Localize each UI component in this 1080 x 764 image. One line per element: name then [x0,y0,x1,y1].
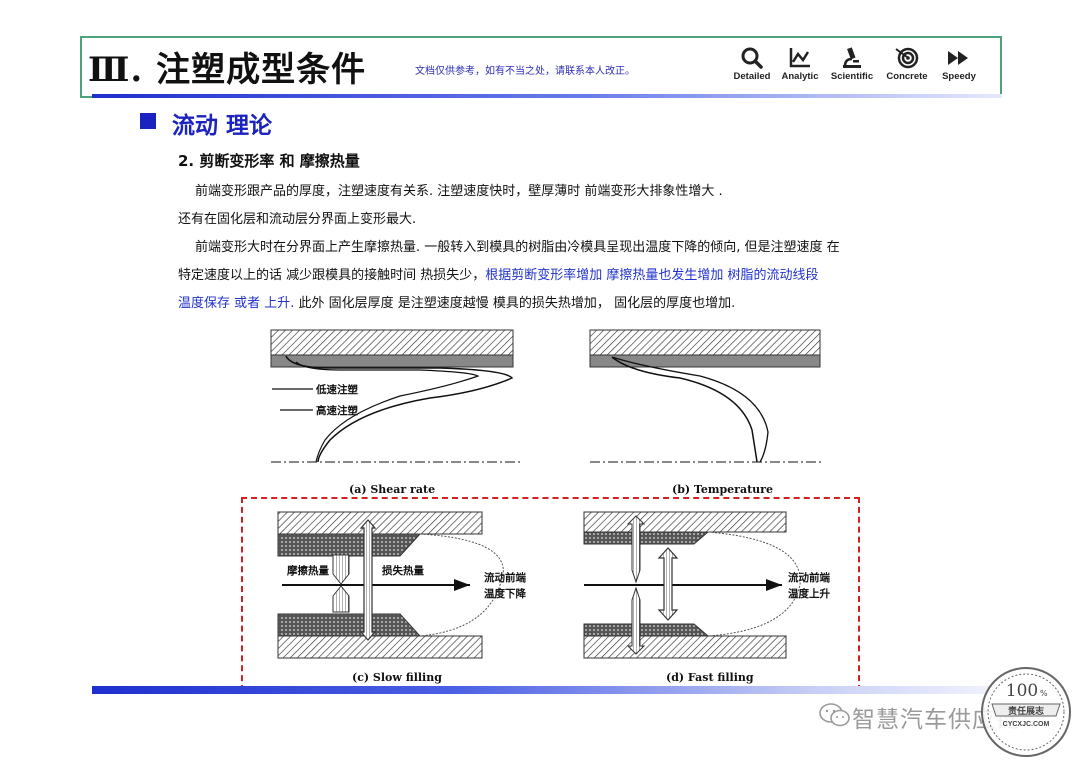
paragraph-line-4a: 特定速度以上的话 减少跟模具的接触时间 热损失少， [178,268,486,283]
header-note: 文档仅供参考，如有不当之处，请联系本人改正。 [415,66,635,77]
detailed-item: Detailed [726,46,778,82]
scientific-label: Scientific [830,71,874,82]
label-d-front-2: 温度上升 [788,588,830,600]
caption-c: (c) Slow filling [352,671,442,684]
highlight-box [241,497,860,691]
paragraph-line-5-highlight: 温度保存 或者 上升. [178,296,295,311]
wechat-icon [819,703,850,727]
paragraph-line-1: 前端变形跟产品的厚度，注塑速度有关系. 注塑速度快时，壁厚薄时 前端变形大排象性… [195,184,723,199]
section-title: 流动 理论 [172,113,273,139]
figure-a-shear-rate [270,329,520,463]
caption-d: (d) Fast filling [666,671,754,684]
label-friction-heat: 摩擦热量 [287,565,329,577]
section-bullet [140,113,156,129]
figure-d-fast-filling [583,511,801,659]
sub-heading: 2. 剪断变形率 和 摩擦热量 [178,152,360,170]
analytic-chart-icon [789,48,810,68]
magnifier-icon [741,47,763,69]
caption-b: (b) Temperature [672,483,773,496]
detailed-label: Detailed [733,71,771,82]
paragraph-line-4: 特定速度以上的话 减少跟模具的接触时间 热损失少，根据剪断变形率增加 摩擦热量也… [178,264,819,283]
stamp-url-text: CYCXJC.COM [1003,721,1050,728]
header-underline [92,94,1002,98]
legend-low-speed: 低速注塑 [316,384,358,396]
stamp-mid-text: 责任展志 [1008,705,1044,717]
mold-wall-b [589,329,821,356]
stamp-top-text: 100 [1006,681,1038,701]
scientific-item: Scientific [826,46,878,82]
page-title: Ⅲ. 注塑成型条件 [88,50,367,90]
mold-wall-a [270,329,514,356]
caption-a: (a) Shear rate [349,483,436,496]
figure-b-temperature [589,329,822,463]
paragraph-line-2: 还有在固化层和流动层分界面上变形最大. [178,212,417,227]
speedy-label: Speedy [942,71,976,82]
paragraph-line-5: 温度保存 或者 上升. 此外 固化层厚度 是注塑速度越慢 模具的损失热增加， 固… [178,292,735,311]
paragraph-line-4-highlight: 根据剪断变形率增加 摩擦热量也发生增加 树脂的流动线段 [485,268,819,283]
label-heat-loss: 损失热量 [382,565,424,577]
microscope-icon [843,47,861,68]
paragraph-line-5b: 此外 固化层厚度 是注塑速度越慢 模具的损失热增加， 固化层的厚度也增加. [294,296,736,311]
target-icon [895,47,919,69]
solid-layer-a [270,354,514,368]
footer-bar [92,686,1002,694]
label-d-front-1: 流动前端 [788,572,830,584]
stamp-unit-text: % [1040,689,1048,698]
legend-high-speed: 高速注塑 [316,405,358,417]
label-c-front-2: 温度下降 [484,588,526,600]
analytic-item: Analytic [774,46,826,82]
fast-forward-icon [948,51,968,65]
concrete-label: Concrete [886,71,928,82]
speedy-item: Speedy [933,46,985,82]
solid-layer-b [589,354,821,368]
figure-c-slow-filling [277,511,504,659]
analytic-label: Analytic [781,71,819,82]
paragraph-line-3: 前端变形大时在分界面上产生摩擦热量. 一般转入到模具的树脂由冷模具呈现出温度下降… [195,240,840,255]
quality-stamp-icon: 100 % 责任展志 CYCXJC.COM [981,667,1071,757]
concrete-item: Concrete [881,46,933,82]
label-c-front-1: 流动前端 [484,572,526,584]
